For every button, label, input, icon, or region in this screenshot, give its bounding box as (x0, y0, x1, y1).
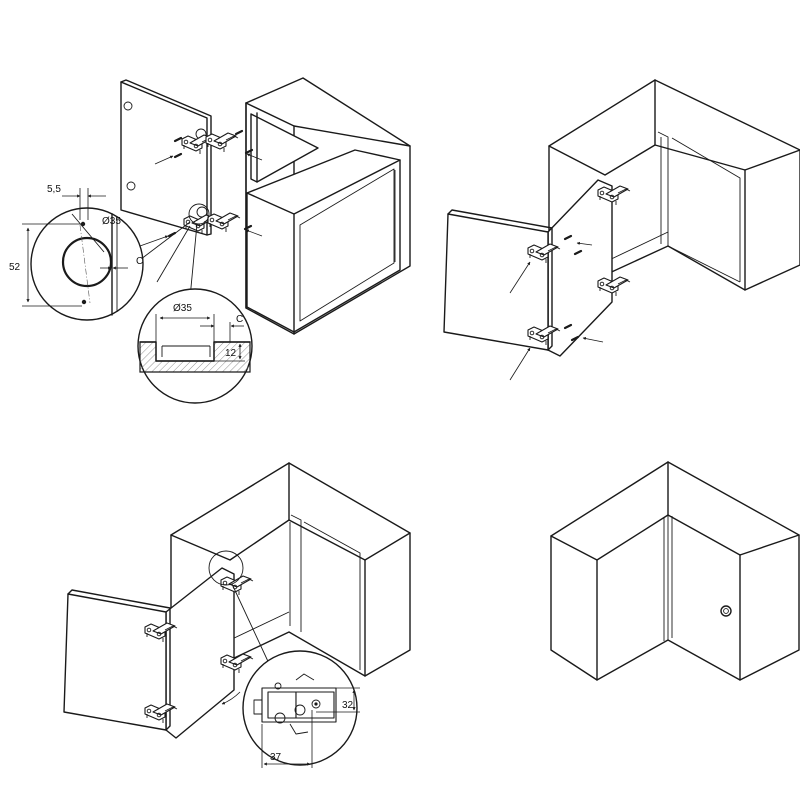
dim-d35-section-label: Ø35 (173, 303, 192, 314)
door-knob-icon (720, 605, 732, 617)
dim-c-section-label: C (236, 314, 243, 325)
dim-32-label: 32 (342, 700, 354, 711)
cup-hole-icon (123, 101, 133, 111)
dim-12-label: 12 (225, 348, 237, 359)
dim-37-label: 37 (270, 752, 282, 763)
panel-4-closed-cabinet (550, 461, 800, 681)
panel-2-door-attached (443, 79, 800, 381)
detail-cup-section (137, 288, 253, 404)
corner-cabinet-1 (245, 77, 411, 335)
detail-hinge-plate (242, 650, 360, 768)
dim-c-label: C (136, 256, 143, 267)
door-panel-1 (120, 79, 212, 236)
dim-52-label: 52 (9, 262, 21, 273)
screw-icon (234, 129, 244, 136)
panel-1-exploded-view: 5,5 Ø35 52 C Ø35 C 12 (9, 77, 411, 404)
dim-d35-label: Ø35 (102, 216, 121, 227)
cup-hinge-icon (207, 212, 241, 233)
detail-cup-hole (30, 207, 144, 321)
dim-5-5-label: 5,5 (47, 184, 61, 195)
cup-hole-icon (126, 181, 136, 191)
panel-3-hinge-adjustment: 32 37 (63, 462, 411, 768)
